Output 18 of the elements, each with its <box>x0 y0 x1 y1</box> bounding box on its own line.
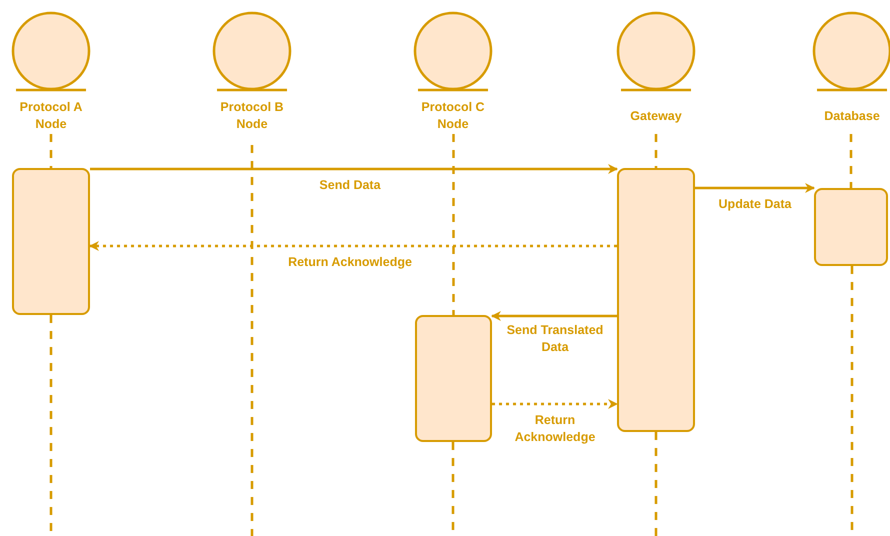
lifeline <box>50 134 52 168</box>
message-arrow <box>492 399 618 409</box>
actor-label: Gateway <box>629 108 683 125</box>
actor-label: Database <box>823 108 881 125</box>
message-arrow <box>491 311 617 321</box>
activation-box <box>12 168 90 315</box>
activation-box <box>814 188 888 266</box>
message-arrow <box>90 164 618 174</box>
lifeline <box>452 134 455 315</box>
actor-label: Protocol B Node <box>219 99 285 133</box>
lifeline <box>850 134 852 188</box>
activation-box <box>617 168 695 432</box>
actor-label: Protocol A Node <box>18 99 84 133</box>
message-arrow <box>89 241 617 251</box>
actor-label: Protocol C Node <box>420 99 486 133</box>
activation-box <box>415 315 492 442</box>
lifeline <box>654 134 658 168</box>
message-arrow <box>695 183 815 193</box>
